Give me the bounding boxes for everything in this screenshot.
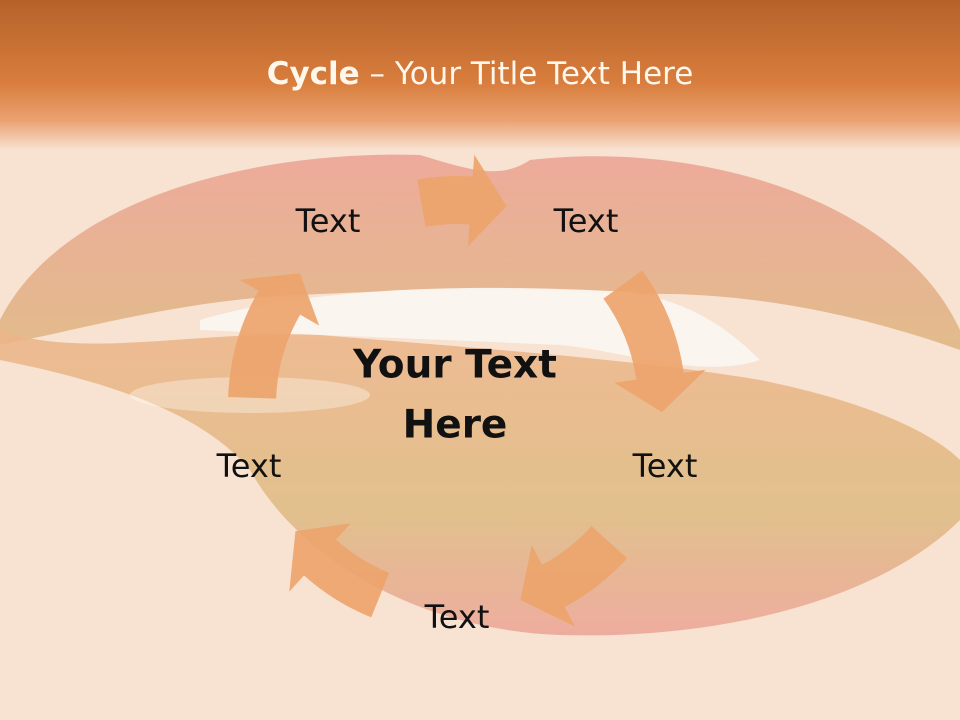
cycle-node-2: Text [553,202,619,240]
cycle-node-1: Text [295,202,361,240]
center-text-line-1: Your Text [353,342,557,388]
cycle-arrows [228,154,706,627]
center-text-line-2: Here [402,403,508,448]
cycle-arrow-4 [289,523,390,618]
slide-title: Cycle – Your Title Text Here [0,56,960,92]
cycle-arrow-1 [417,154,507,247]
cycle-arrow-2 [603,270,706,413]
cycle-node-4: Text [424,598,490,636]
title-bar [0,0,960,150]
cycle-node-3: Text [632,447,698,485]
title-rest: – Your Title Text Here [359,56,694,92]
center-text: Your Text Here [353,336,557,457]
cycle-arrow-3 [520,526,628,627]
cycle-arrow-5 [228,273,320,399]
cycle-node-5: Text [216,447,282,485]
title-bold: Cycle [266,56,360,92]
